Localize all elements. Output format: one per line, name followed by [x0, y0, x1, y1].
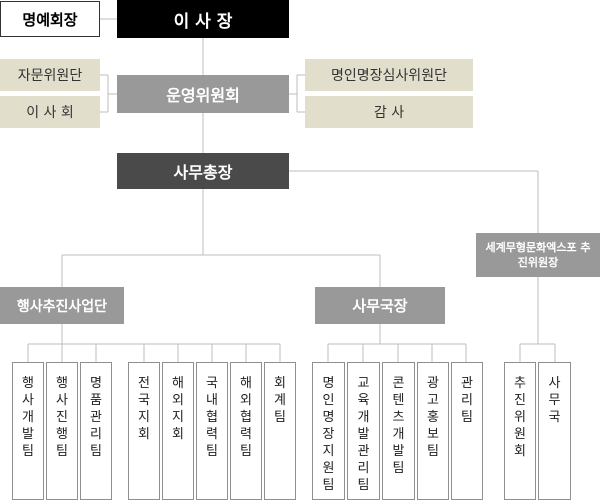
team-box-content-development: 콘텐츠개발팀	[382, 362, 415, 500]
team-label: 교육개발관리팀	[357, 376, 370, 493]
chairman-label: 이 사 장	[173, 11, 233, 32]
team-box-education-development: 교육개발관리팀	[347, 362, 380, 500]
team-label: 국내협력팀	[206, 376, 218, 459]
team-label: 회계팀	[274, 376, 286, 425]
team-box-event-development: 행사개발팀	[12, 362, 44, 500]
team-box-national-branches: 전국지회	[128, 362, 160, 500]
team-box-domestic-cooperation: 국내협력팀	[196, 362, 228, 500]
operating-committee-label: 운영위원회	[166, 86, 240, 105]
team-label: 관리팀	[461, 376, 473, 425]
team-box-product-management: 명품관리팀	[80, 362, 112, 500]
operating-committee-box: 운영위원회	[117, 75, 289, 113]
team-box-management: 관리팀	[451, 362, 483, 500]
team-label: 광고홍보팀	[427, 376, 439, 459]
master-review-committee-box: 명인명장심사위원단	[305, 59, 473, 91]
team-box-event-operations: 행사진행팀	[46, 362, 78, 500]
secretary-general-label: 사무총장	[173, 163, 233, 182]
team-label: 콘텐츠개발팀	[392, 376, 405, 476]
chairman-box: 이 사 장	[117, 0, 289, 38]
world-expo-chair-box: 세계무형문화엑스포 추진위원장	[476, 233, 600, 277]
team-label: 행사개발팀	[22, 376, 34, 459]
team-label: 해외지회	[172, 376, 184, 442]
world-expo-chair-label: 세계무형문화엑스포 추진위원장	[485, 241, 591, 269]
team-label: 해외협력팀	[240, 376, 252, 459]
secretariat-director-box: 사무국장	[315, 287, 445, 324]
team-label: 추진위원회	[514, 376, 526, 459]
events-division-box: 행사추진사업단	[0, 287, 124, 324]
honorary-chairman-box: 명예회장	[0, 1, 100, 37]
secretary-general-box: 사무총장	[117, 153, 289, 189]
board-of-directors-label: 이 사 회	[26, 105, 74, 121]
team-label: 전국지회	[138, 376, 150, 442]
team-box-overseas-branches: 해외지회	[162, 362, 194, 500]
team-box-advertising-pr: 광고홍보팀	[417, 362, 449, 500]
board-of-directors-box: 이 사 회	[0, 96, 100, 128]
honorary-chairman-label: 명예회장	[22, 10, 78, 29]
team-label: 행사진행팀	[56, 376, 68, 459]
team-label: 명품관리팀	[90, 376, 102, 459]
team-box-overseas-cooperation: 해외협력팀	[230, 362, 262, 500]
advisory-board-box: 자문위원단	[0, 59, 100, 91]
events-division-label: 행사추진사업단	[16, 298, 108, 315]
team-box-promotion-committee: 추진위원회	[504, 362, 536, 500]
team-box-secretariat-office: 사무국	[538, 362, 571, 500]
auditor-box: 감 사	[305, 96, 473, 128]
master-review-committee-label: 명인명장심사위원단	[331, 68, 447, 84]
team-label: 명인명장지원팀	[322, 376, 335, 493]
team-box-master-support: 명인명장지원팀	[312, 362, 345, 500]
auditor-label: 감 사	[373, 105, 405, 121]
secretariat-director-label: 사무국장	[352, 297, 408, 315]
team-box-accounting: 회계팀	[264, 362, 296, 500]
advisory-board-label: 자문위원단	[17, 68, 83, 84]
team-label: 사무국	[548, 376, 561, 425]
